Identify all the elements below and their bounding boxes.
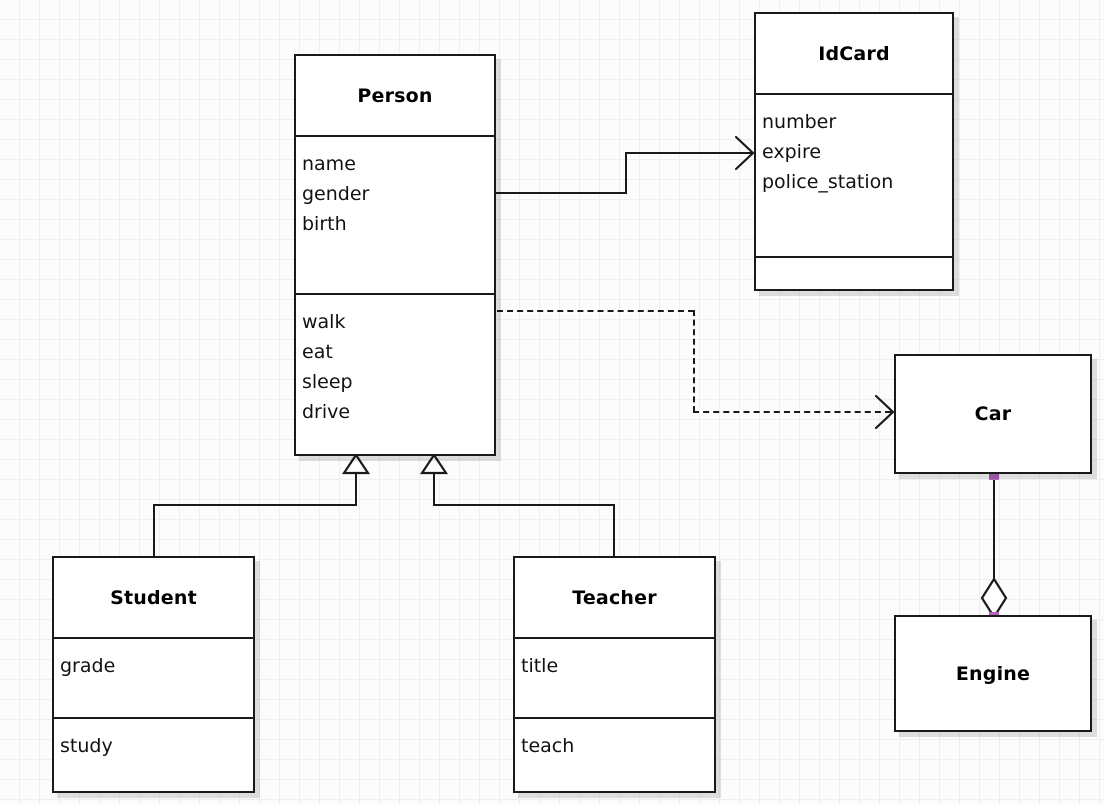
generalization-student-person-segment-3[interactable] [355, 471, 357, 505]
method-row: walk [302, 311, 346, 333]
uml-class-teacher-methods: teach [515, 717, 714, 791]
uml-class-teacher-title: Teacher [572, 586, 657, 609]
generalization-teacher-person-segment-2[interactable] [433, 504, 615, 506]
uml-class-person-attributes: name gender birth [296, 135, 494, 293]
attribute-row: grade [60, 655, 116, 677]
uml-class-idcard[interactable]: IdCard number expire police_station [754, 12, 954, 291]
generalization-student-person-segment-2[interactable] [153, 504, 357, 506]
uml-class-student[interactable]: Student grade study [52, 556, 255, 793]
attribute-row: expire [762, 141, 822, 163]
uml-class-person[interactable]: Person name gender birth walk eat sleep … [294, 54, 496, 456]
uml-class-person-methods: walk eat sleep drive [296, 293, 494, 454]
attribute-row: name [302, 153, 356, 175]
attribute-row: number [762, 111, 837, 133]
method-row: sleep [302, 371, 353, 393]
uml-class-engine-title: Engine [955, 662, 1031, 685]
uml-class-idcard-attributes: number expire police_station [756, 93, 952, 256]
association-person-idcard-segment-2[interactable] [625, 152, 627, 194]
uml-class-teacher-attributes: title [515, 637, 714, 717]
method-row: teach [521, 735, 575, 757]
uml-class-car-title: Car [974, 403, 1012, 425]
uml-class-car[interactable]: Car [894, 354, 1092, 474]
uml-class-person-title: Person [357, 84, 433, 107]
attribute-row: birth [302, 213, 347, 235]
dependency-person-car-segment-1[interactable] [497, 310, 694, 312]
generalization-teacher-person-segment-3[interactable] [433, 471, 435, 505]
association-person-idcard-segment-1[interactable] [496, 192, 627, 194]
method-row: eat [302, 341, 333, 363]
association-person-idcard-segment-3[interactable] [625, 152, 753, 154]
uml-class-student-attributes: grade [54, 637, 253, 717]
uml-class-teacher[interactable]: Teacher title teach [513, 556, 716, 793]
generalization-student-person-segment-1[interactable] [153, 504, 155, 556]
connector-handle-car-end[interactable] [989, 470, 999, 480]
uml-class-idcard-title: IdCard [818, 42, 890, 65]
uml-class-engine[interactable]: Engine [894, 615, 1092, 732]
attribute-row: gender [302, 183, 370, 205]
dependency-person-car-segment-3[interactable] [693, 411, 891, 413]
generalization-teacher-person-segment-1[interactable] [613, 504, 615, 556]
uml-class-student-title: Student [110, 586, 197, 609]
attribute-row: police_station [762, 171, 894, 193]
method-row: study [60, 735, 113, 757]
attribute-row: title [521, 655, 559, 677]
uml-class-student-methods: study [54, 717, 253, 791]
dependency-person-car-segment-2[interactable] [693, 310, 695, 412]
method-row: drive [302, 401, 351, 423]
aggregation-car-engine-line[interactable] [993, 472, 995, 597]
uml-class-idcard-methods [756, 256, 952, 289]
